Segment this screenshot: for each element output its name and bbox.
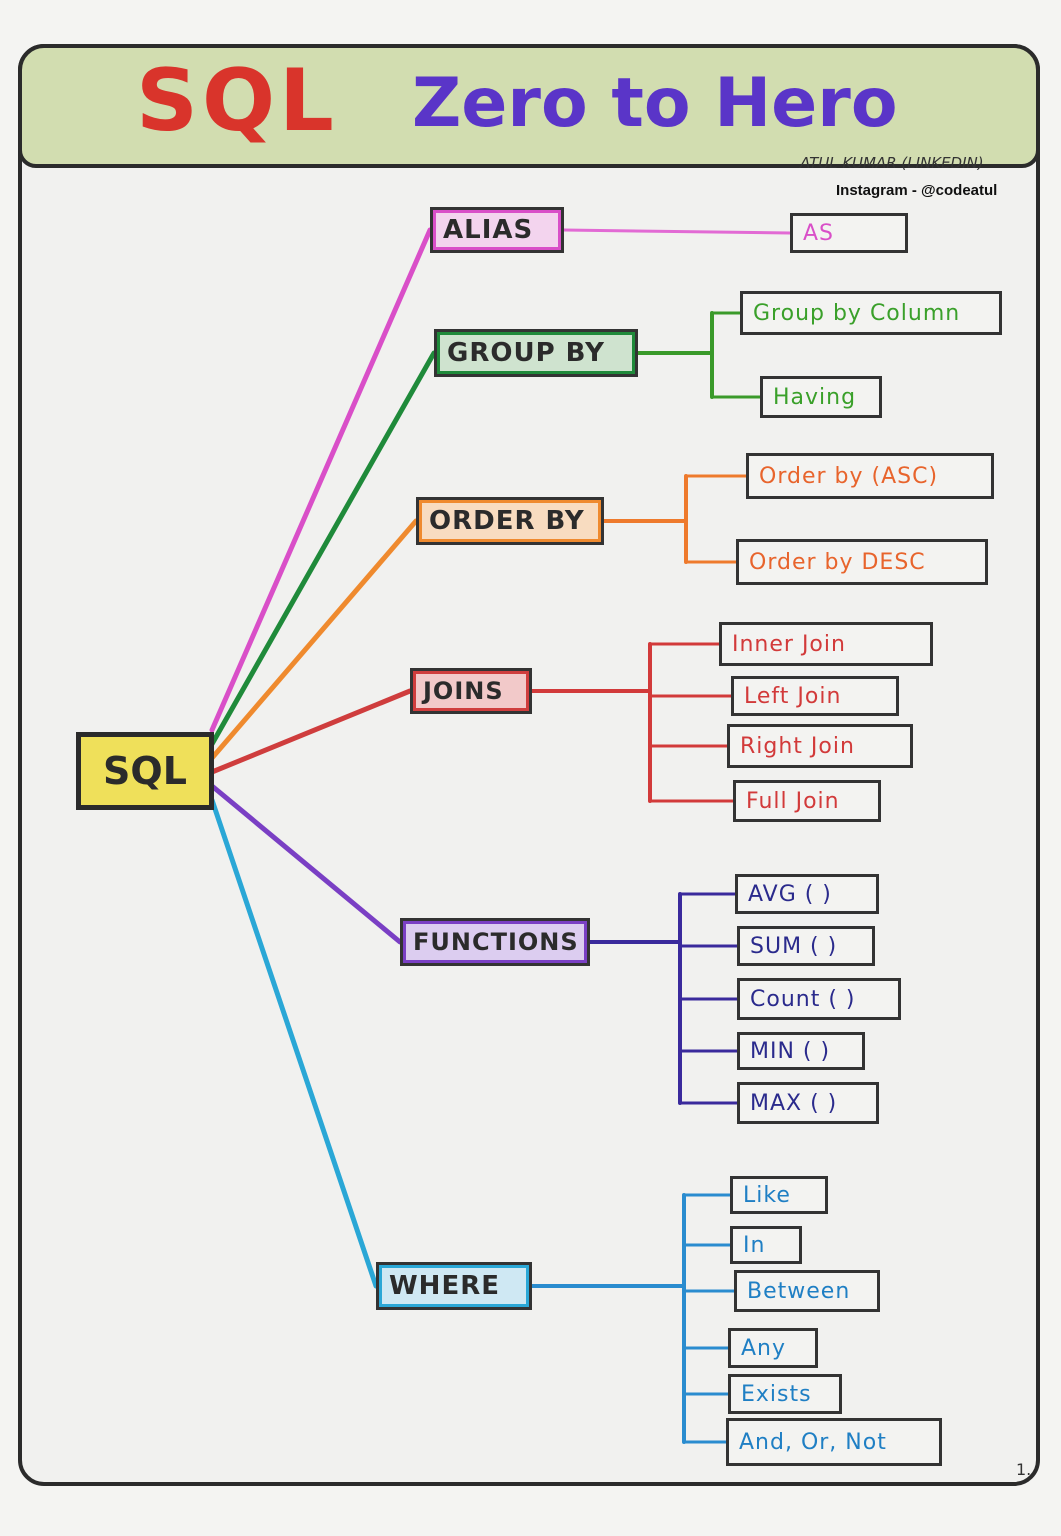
subitem-order-by-order-by-asc: Order by (ASC) xyxy=(746,453,994,499)
subitem-where-any: Any xyxy=(728,1328,818,1368)
page-number: 1. xyxy=(1016,1460,1032,1479)
category-functions: FUNCTIONS xyxy=(400,918,590,966)
subitem-functions-avg: AVG ( ) xyxy=(735,874,879,914)
branch-alias xyxy=(209,227,433,733)
subitem-group-by-having: Having xyxy=(760,376,882,418)
center-node-sql: SQL xyxy=(76,732,214,810)
subitem-joins-full-join: Full Join xyxy=(733,780,881,822)
subitem-group-by-group-by-column: Group by Column xyxy=(740,291,1002,335)
subitem-where-in: In xyxy=(730,1226,802,1264)
branch-joins xyxy=(209,688,413,775)
subitem-joins-left-join: Left Join xyxy=(731,676,899,716)
subitem-functions-sum: SUM ( ) xyxy=(737,926,875,966)
connector-alias-0 xyxy=(562,228,792,235)
subitem-functions-min: MIN ( ) xyxy=(737,1032,865,1070)
subitem-where-exists: Exists xyxy=(728,1374,842,1414)
branch-functions xyxy=(209,783,403,945)
subitem-where-and-or-not: And, Or, Not xyxy=(726,1418,942,1466)
subitem-alias-as: AS xyxy=(790,213,908,253)
subitem-order-by-order-by-desc: Order by DESC xyxy=(736,539,988,585)
title-sql: SQL xyxy=(136,51,338,151)
title-banner xyxy=(18,44,1040,168)
category-where: WHERE xyxy=(376,1262,532,1310)
category-alias: ALIAS xyxy=(430,207,564,253)
subitem-functions-max: MAX ( ) xyxy=(737,1082,879,1124)
subitem-where-like: Like xyxy=(730,1176,828,1214)
subitem-where-between: Between xyxy=(734,1270,880,1312)
category-order-by: ORDER BY xyxy=(416,497,604,545)
author-credit: ATUL KUMAR (LINKEDIN) xyxy=(800,154,984,172)
category-joins: JOINS xyxy=(410,668,532,714)
subitem-joins-inner-join: Inner Join xyxy=(719,622,933,666)
branch-group-by xyxy=(209,350,437,747)
subitem-functions-count: Count ( ) xyxy=(737,978,901,1020)
subitem-joins-right-join: Right Join xyxy=(727,724,913,768)
branch-order-by xyxy=(209,518,419,761)
title-zero-to-hero: Zero to Hero xyxy=(412,64,898,143)
branch-where xyxy=(209,797,379,1289)
instagram-handle: Instagram - @codeatul xyxy=(836,182,998,199)
category-group-by: GROUP BY xyxy=(434,329,638,377)
